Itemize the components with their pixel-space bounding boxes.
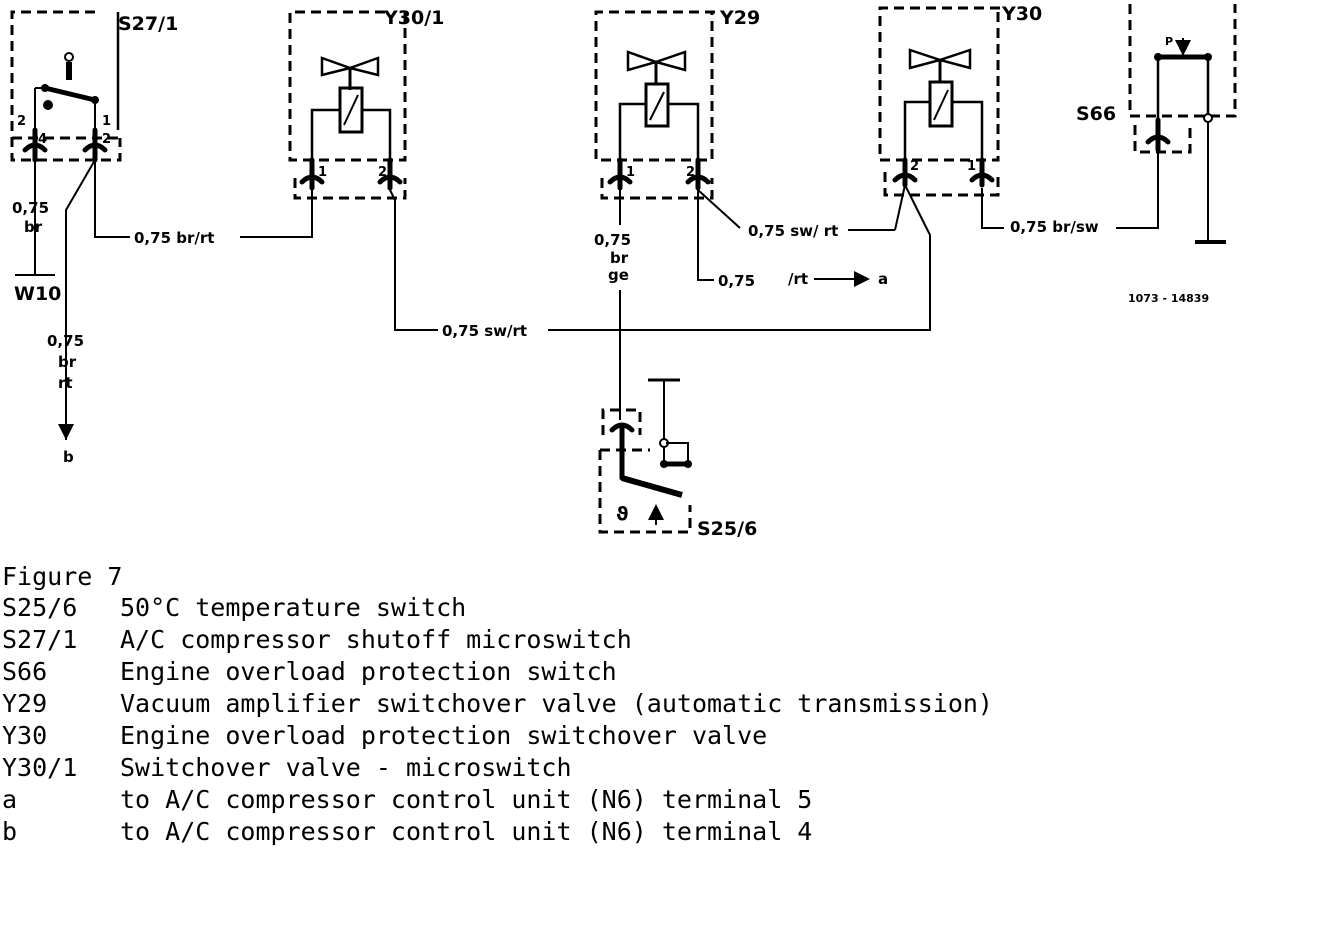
- wire-brsw: 0,75 br/sw: [1010, 218, 1099, 236]
- legend-desc: Engine overload protection switch: [120, 657, 617, 686]
- legend-desc: to A/C compressor control unit (N6) term…: [120, 785, 813, 814]
- s25-6-switch: [598, 378, 692, 534]
- wire-brrt-left-size: 0,75: [47, 332, 84, 350]
- wire-y29-color2: ge: [608, 266, 629, 284]
- legend: Figure 7 S25/6 50°C temperature switch S…: [0, 560, 1344, 854]
- y30-1-label: Y30/1: [383, 7, 444, 29]
- wire-y29-color1: br: [610, 249, 629, 267]
- wire-rt-color: /rt: [788, 270, 808, 288]
- legend-desc: 50°C temperature switch: [120, 593, 467, 622]
- w10-label: W10: [14, 283, 61, 305]
- legend-code: Y29: [2, 689, 48, 718]
- y30-1-valve: [288, 10, 407, 200]
- theta-symbol: ϑ: [616, 503, 629, 525]
- legend-desc: Switchover valve - microswitch: [120, 753, 572, 782]
- wire-brrt-top: 0,75 br/rt: [134, 229, 214, 247]
- s27-1-pin-4: 4: [38, 132, 47, 147]
- y29-pin-2: 2: [686, 165, 695, 180]
- wire-rt-size: 0,75: [718, 272, 755, 290]
- legend-desc: A/C compressor shutoff microswitch: [120, 625, 632, 654]
- legend-desc: to A/C compressor control unit (N6) term…: [120, 817, 813, 846]
- legend-code: b: [2, 817, 18, 846]
- legend-desc: Engine overload protection switchover va…: [120, 721, 768, 750]
- figure-code: 1073 - 14839: [1128, 292, 1209, 305]
- wiring-diagram: S27/1 2 4 1 2 0,75 br W10 0,75 br rt b 0…: [10, 3, 1237, 540]
- s27-1-label: S27/1: [118, 13, 178, 35]
- legend-code: S25/6: [2, 593, 78, 622]
- legend-desc: Vacuum amplifier switchover valve (autom…: [120, 689, 993, 718]
- y29-pin-1: 1: [626, 165, 635, 180]
- legend-item: Y30/1 Switchover valve - microswitch: [2, 753, 572, 785]
- legend-item: a to A/C compressor control unit (N6) te…: [2, 785, 812, 817]
- legend-code: Y30/1: [2, 753, 78, 782]
- y29-valve: [594, 10, 715, 200]
- s27-1-pin-2-left: 2: [17, 114, 26, 129]
- y30-1-pin-1: 1: [318, 165, 327, 180]
- legend-code: Y30: [2, 721, 48, 750]
- wire-br-size: 0,75: [12, 199, 49, 217]
- y30-pin-1: 1: [967, 159, 976, 174]
- wire-swrt-bottom: 0,75 sw/rt: [442, 322, 527, 340]
- s66-label: S66: [1076, 103, 1116, 125]
- wire-brrt-left-color1: br: [58, 353, 77, 371]
- legend-code: S27/1: [2, 625, 78, 654]
- y30-1-pin-2: 2: [378, 165, 387, 180]
- y30-label: Y30: [1001, 3, 1042, 25]
- wire-br-color: br: [24, 218, 43, 236]
- s27-1-pin-2-right: 2: [102, 132, 111, 147]
- s25-6-label: S25/6: [697, 518, 757, 540]
- y30-pin-2: 2: [910, 159, 919, 174]
- legend-code: a: [2, 785, 18, 814]
- legend-item: Y29 Vacuum amplifier switchover valve (a…: [2, 689, 993, 721]
- ref-a: a: [878, 270, 888, 288]
- s27-1-pin-1: 1: [102, 114, 111, 129]
- wire-swrt-y29: 0,75 sw/ rt: [748, 222, 838, 240]
- y30-valve: [878, 6, 1000, 197]
- legend-title: Figure 7: [2, 562, 123, 591]
- legend-item: S27/1 A/C compressor shutoff microswitch: [2, 625, 632, 657]
- s27-1-microswitch: [10, 10, 122, 163]
- s66-switch: [1128, 4, 1237, 244]
- legend-item: Y30 Engine overload protection switchove…: [2, 721, 767, 753]
- wire-y29-size: 0,75: [594, 231, 631, 249]
- wire-brrt-left-color2: rt: [58, 374, 73, 392]
- s66-p-label: P: [1165, 35, 1173, 48]
- ref-b: b: [63, 448, 74, 466]
- legend-code: S66: [2, 657, 48, 686]
- legend-item: b to A/C compressor control unit (N6) te…: [2, 817, 812, 849]
- legend-item: S66 Engine overload protection switch: [2, 657, 617, 689]
- legend-item: S25/6 50°C temperature switch: [2, 593, 466, 625]
- y29-label: Y29: [719, 7, 760, 29]
